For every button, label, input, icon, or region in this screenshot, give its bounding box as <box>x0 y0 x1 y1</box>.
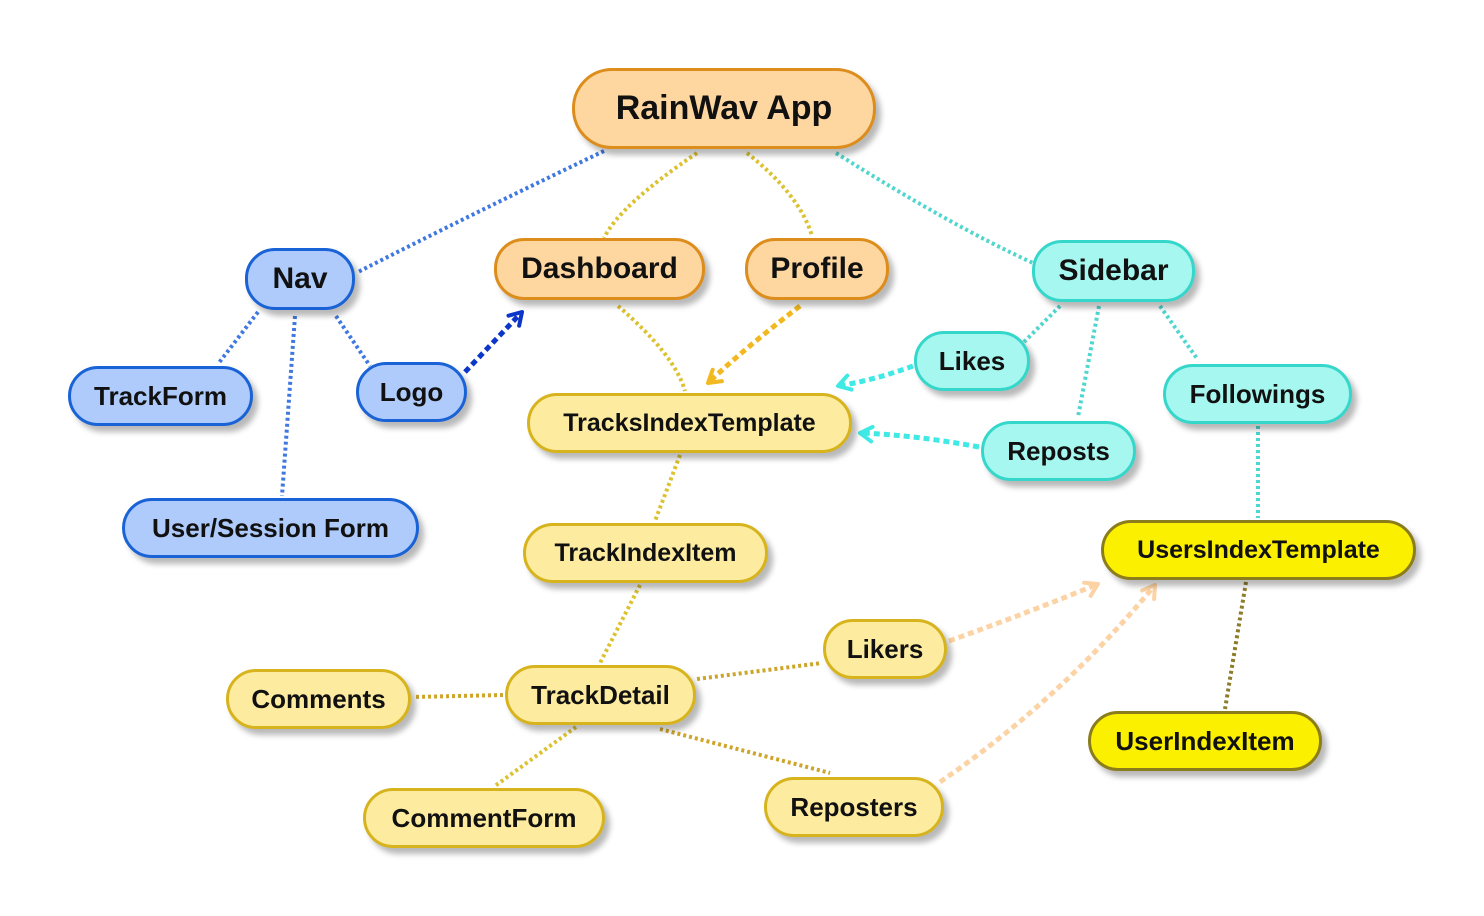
node-label: TrackIndexItem <box>554 538 737 567</box>
edge-sidebar-to-reposts <box>1076 305 1101 418</box>
node-trackform: TrackForm <box>68 366 253 426</box>
edge-likers-to-users_index_template <box>948 581 1099 644</box>
node-label: Likes <box>938 345 1006 376</box>
edge-app-to-dashboard <box>602 151 699 239</box>
node-nav: Nav <box>245 248 355 310</box>
node-likers: Likers <box>823 619 947 679</box>
edge-track_index_item-to-track_detail <box>598 584 642 664</box>
arrowhead-likes-to-tracks_index_template <box>836 373 854 392</box>
node-tracks-index-template: TracksIndexTemplate <box>527 393 852 453</box>
node-label: Likers <box>846 633 924 664</box>
edge-nav-to-logo <box>334 314 372 368</box>
edge-users_index_template-to-user_index_item <box>1223 581 1248 710</box>
edge-nav-to-user_session_form <box>280 315 297 497</box>
edge-likes-to-tracks_index_template <box>837 363 914 389</box>
node-label: UserIndexItem <box>1115 725 1295 756</box>
edge-logo-to-dashboard <box>463 310 524 374</box>
node-label: Followings <box>1189 378 1326 409</box>
node-label: CommentForm <box>391 802 577 833</box>
node-user-session-form: User/Session Form <box>122 498 419 558</box>
node-label: Dashboard <box>521 252 678 285</box>
edge-app-to-profile <box>745 151 814 237</box>
arrowhead-likers-to-users_index_template <box>1082 580 1100 598</box>
node-profile: Profile <box>745 238 889 300</box>
node-track-detail: TrackDetail <box>505 665 696 725</box>
edge-sidebar-to-followings <box>1158 304 1200 362</box>
edge-track_detail-to-comment_form <box>493 725 578 788</box>
node-reposters: Reposters <box>764 777 944 837</box>
node-rainwav-app: RainWav App <box>572 68 876 149</box>
edge-sidebar-to-likes <box>1022 304 1062 344</box>
node-label: RainWav App <box>615 89 833 127</box>
node-logo: Logo <box>356 362 467 422</box>
arrowhead-profile-to-tracks_index_template <box>706 367 724 385</box>
arrowhead-reposts-to-tracks_index_template <box>858 424 875 444</box>
node-label: Sidebar <box>1058 254 1169 287</box>
edge-reposters-to-users_index_template <box>938 583 1157 785</box>
node-label: Comments <box>251 683 386 714</box>
edge-reposts-to-tracks_index_template <box>859 430 980 450</box>
edge-track_detail-to-reposters <box>659 727 831 775</box>
node-label: Profile <box>770 252 864 285</box>
node-label: User/Session Form <box>152 512 389 543</box>
node-comment-form: CommentForm <box>363 788 605 848</box>
edge-track_detail-to-likers <box>696 661 823 681</box>
arrowhead-logo-to-dashboard <box>506 310 524 328</box>
edge-dashboard-to-tracks_index_template <box>616 304 687 392</box>
node-comments: Comments <box>226 669 411 729</box>
arrowhead-reposters-to-users_index_template <box>1140 583 1157 601</box>
node-likes: Likes <box>914 331 1030 391</box>
node-users-index-template: UsersIndexTemplate <box>1101 520 1416 580</box>
node-sidebar: Sidebar <box>1032 240 1195 302</box>
node-label: Logo <box>379 376 444 407</box>
node-dashboard: Dashboard <box>494 238 705 300</box>
edge-nav-to-trackform <box>216 310 260 366</box>
node-label: UsersIndexTemplate <box>1137 535 1380 564</box>
edge-tracks_index_template-to-track_index_item <box>653 454 682 522</box>
node-followings: Followings <box>1163 364 1352 424</box>
edge-track_detail-to-comments <box>412 693 504 699</box>
node-track-index-item: TrackIndexItem <box>523 523 768 583</box>
node-label: Reposters <box>790 791 918 822</box>
node-label: Nav <box>272 262 328 295</box>
node-label: Reposts <box>1007 435 1110 466</box>
edge-profile-to-tracks_index_template <box>706 304 802 385</box>
node-label: TracksIndexTemplate <box>563 408 816 437</box>
node-label: TrackForm <box>94 380 227 411</box>
node-label: TrackDetail <box>531 679 670 710</box>
node-reposts: Reposts <box>981 421 1136 481</box>
edge-app-to-nav <box>357 149 605 274</box>
node-user-index-item: UserIndexItem <box>1088 711 1322 771</box>
